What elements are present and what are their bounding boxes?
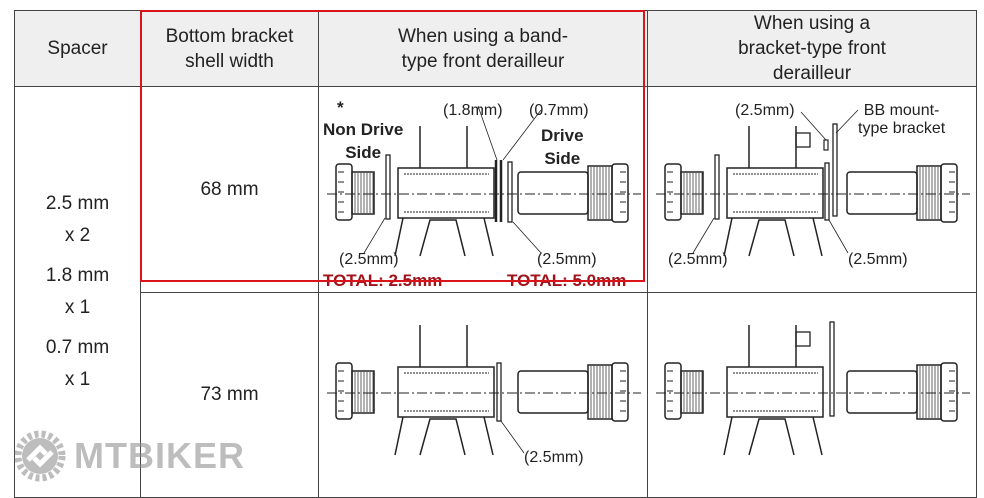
down-tube bbox=[394, 217, 404, 256]
right-spacer bbox=[507, 160, 513, 223]
left-cup-thread bbox=[351, 370, 375, 414]
shell-width-68: 68 mm bbox=[140, 86, 319, 293]
derailleur-mount bbox=[795, 331, 811, 347]
right-cup-body bbox=[517, 170, 589, 215]
left-spacer bbox=[714, 153, 720, 220]
down-tube bbox=[723, 416, 733, 456]
right-cup-cap bbox=[940, 162, 958, 223]
gear-logo-icon bbox=[14, 430, 66, 482]
left-cup-thread bbox=[351, 170, 375, 215]
right-cup-cap bbox=[940, 362, 958, 422]
right-spacer-label: (2.5mm) bbox=[848, 250, 908, 268]
leader-line bbox=[512, 221, 542, 253]
leader-line bbox=[500, 420, 525, 454]
right-cup-body bbox=[846, 370, 918, 414]
stay bbox=[483, 416, 494, 456]
chainstay bbox=[748, 218, 795, 256]
bb-mount-bracket bbox=[832, 122, 838, 217]
right-spacer-label: (2.5mm) bbox=[524, 449, 584, 466]
bb-shell bbox=[726, 166, 824, 219]
bb-assembly-diagram bbox=[656, 109, 970, 256]
bb-shell bbox=[397, 166, 495, 219]
derailleur-mount bbox=[795, 131, 811, 148]
stay bbox=[812, 416, 823, 456]
bb-assembly-diagram bbox=[656, 321, 970, 456]
band-type-73-diagram: (2.5mm) bbox=[318, 292, 648, 498]
table-row: 73 mm (2.5mm) bbox=[15, 292, 977, 498]
header-band-type: When using a band-type front derailleur bbox=[318, 10, 648, 87]
left-spacer-label: (2.5mm) bbox=[339, 250, 399, 268]
down-tube bbox=[723, 217, 733, 256]
right-spacer bbox=[496, 362, 502, 422]
asterisk: * bbox=[337, 97, 344, 117]
right-cup-body bbox=[846, 170, 918, 215]
watermark-text: MTBIKER bbox=[74, 435, 245, 476]
spacer-table: Spacer Bottom bracket shell width When u… bbox=[14, 10, 977, 498]
stay bbox=[483, 217, 494, 256]
bb-mount-bracket-label: BB mount-type bracket bbox=[858, 101, 946, 137]
left-spacer-label: (2.5mm) bbox=[668, 250, 728, 268]
left-spacer bbox=[385, 153, 391, 220]
leader-line bbox=[800, 111, 827, 140]
header-spacer: Spacer bbox=[14, 10, 141, 87]
right-cup-cap bbox=[611, 362, 629, 422]
leader-line bbox=[363, 217, 386, 253]
bracket-type-68-diagram: (2.5mm) BB mount-type bracket (2.5mm) (2… bbox=[647, 86, 977, 293]
stay bbox=[812, 217, 823, 256]
header-shell-width: Bottom bracket shell width bbox=[140, 10, 319, 87]
bb-shell bbox=[726, 366, 824, 418]
chainstay bbox=[748, 418, 795, 456]
small-spacer bbox=[823, 138, 829, 151]
bb-assembly-diagram bbox=[327, 105, 641, 256]
leader-line bbox=[835, 109, 859, 133]
leader-line bbox=[828, 219, 849, 253]
chainstay bbox=[419, 218, 466, 256]
leader-line bbox=[502, 109, 542, 160]
bb-mount-bracket bbox=[829, 321, 835, 417]
leader-line bbox=[477, 105, 498, 160]
right-cup-body bbox=[517, 370, 589, 414]
header-bracket-type: When using a bracket-type front deraille… bbox=[647, 10, 977, 87]
right-spacer bbox=[824, 161, 830, 221]
top-spacer-label: (2.5mm) bbox=[735, 101, 795, 119]
total-right: TOTAL: 5.0mm bbox=[507, 270, 627, 290]
left-cup-thread bbox=[680, 170, 704, 215]
leader-line bbox=[692, 217, 715, 253]
right-spacer-label: (2.5mm) bbox=[537, 250, 597, 268]
header-row: Spacer Bottom bracket shell width When u… bbox=[14, 10, 977, 87]
total-left: TOTAL: 2.5mm bbox=[323, 270, 443, 290]
right-cup-cap bbox=[611, 162, 629, 223]
bb-shell bbox=[397, 366, 495, 418]
left-cup-thread bbox=[680, 370, 704, 414]
chainstay bbox=[419, 418, 466, 456]
bracket-type-73-diagram bbox=[647, 292, 977, 498]
spacer-0-7-label: (0.7mm) bbox=[529, 101, 589, 119]
spacer-1-8-label: (1.8mm) bbox=[443, 101, 503, 119]
bb-assembly-diagram bbox=[327, 325, 641, 456]
watermark: MTBIKER bbox=[14, 430, 245, 482]
shell-width-73: 73 mm bbox=[140, 292, 319, 498]
down-tube bbox=[394, 416, 404, 456]
